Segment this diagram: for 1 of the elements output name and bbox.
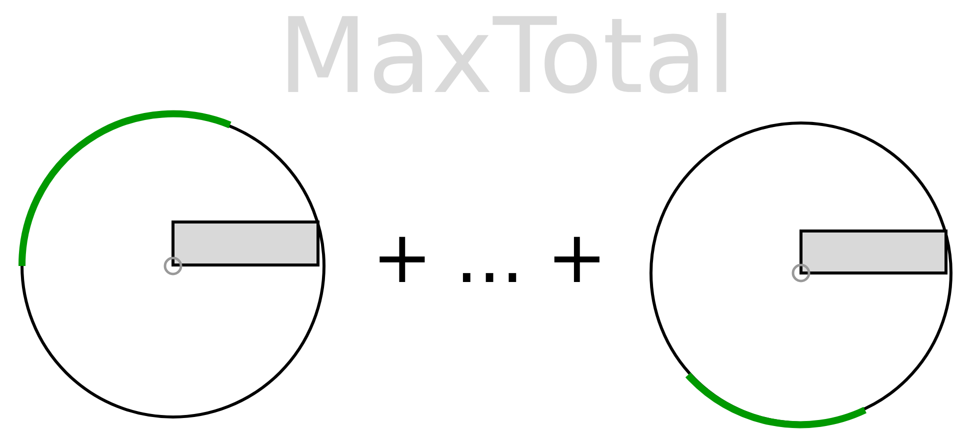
formula-text: + ... + (372, 214, 608, 301)
